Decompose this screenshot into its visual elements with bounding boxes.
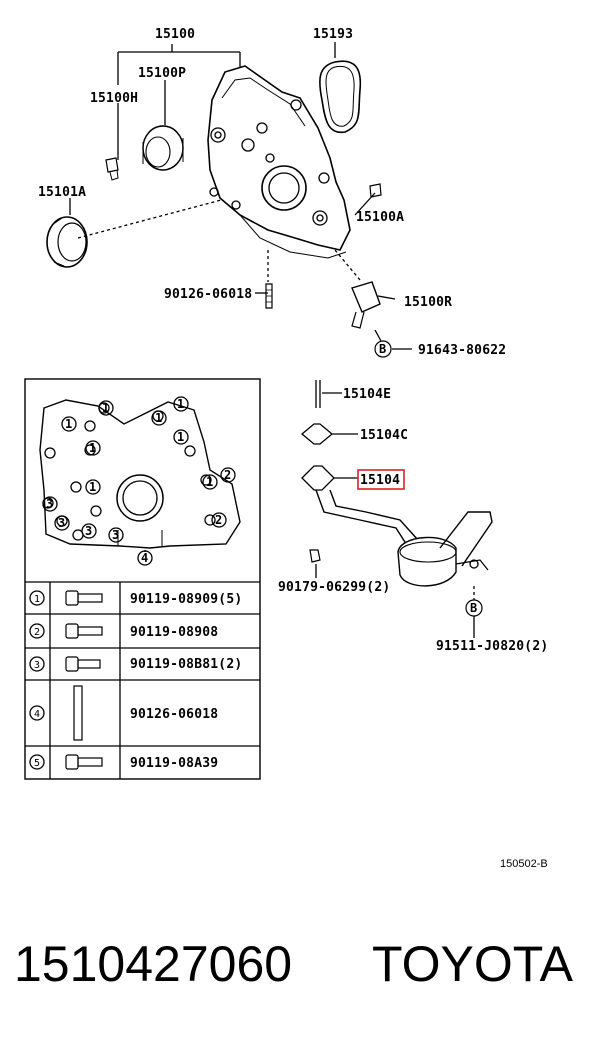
highlight-box: [357, 469, 405, 490]
label-15193: 15193: [313, 27, 353, 42]
label-15100R: 15100R: [404, 295, 452, 310]
table-part-number: 90119-08A39: [130, 756, 218, 771]
diagram-code: 150502-B: [500, 858, 548, 870]
inset-callout: 1: [65, 417, 72, 431]
inset-callout: 1: [89, 480, 96, 494]
inset-callout: 1: [102, 401, 109, 415]
label-91511-j0820: 91511-J0820(2): [436, 639, 548, 654]
label-15104E: 15104E: [343, 387, 391, 402]
inset-callout: 2: [224, 468, 231, 482]
table-row-number: 4: [34, 709, 40, 720]
marker-b-top: B: [379, 342, 386, 356]
inset-callout: 1: [206, 475, 213, 489]
inset-callout: 1: [155, 411, 162, 425]
inset-callout: 3: [112, 528, 119, 542]
footer-part-number: 1510427060: [14, 936, 293, 992]
label-15100P: 15100P: [138, 66, 186, 81]
inset-callout: 1: [89, 441, 96, 455]
inset-callout: 3: [85, 524, 92, 538]
table-row-number: 1: [34, 594, 40, 605]
label-91643-80622: 91643-80622: [418, 343, 506, 358]
label-15100: 15100: [155, 27, 195, 42]
inset-callout: 3: [46, 497, 53, 511]
label-15104: 15104: [360, 473, 400, 488]
inset-callout: 2: [215, 513, 222, 527]
label-15100A: 15100A: [356, 210, 404, 225]
table-row-number: 5: [34, 758, 40, 769]
table-part-number: 90119-08B81(2): [130, 657, 242, 672]
table-row-number: 2: [34, 627, 40, 638]
table-row-number: 3: [34, 660, 40, 671]
label-90126-06018: 90126-06018: [164, 287, 252, 302]
label-90179-06299: 90179-06299(2): [278, 580, 390, 595]
inset-callout: 1: [177, 397, 184, 411]
inset-callout: 3: [58, 516, 65, 530]
table-part-number: 90119-08909(5): [130, 592, 242, 607]
marker-b-bottom: B: [470, 601, 477, 615]
inset-callout: 1: [177, 430, 184, 444]
label-15104C: 15104C: [360, 428, 408, 443]
inset-callout: 4: [141, 551, 148, 565]
label-15101A: 15101A: [38, 185, 86, 200]
table-part-number: 90126-06018: [130, 707, 218, 722]
table-part-number: 90119-08908: [130, 625, 218, 640]
label-15100H: 15100H: [90, 91, 138, 106]
footer-brand: TOYOTA: [372, 936, 573, 992]
